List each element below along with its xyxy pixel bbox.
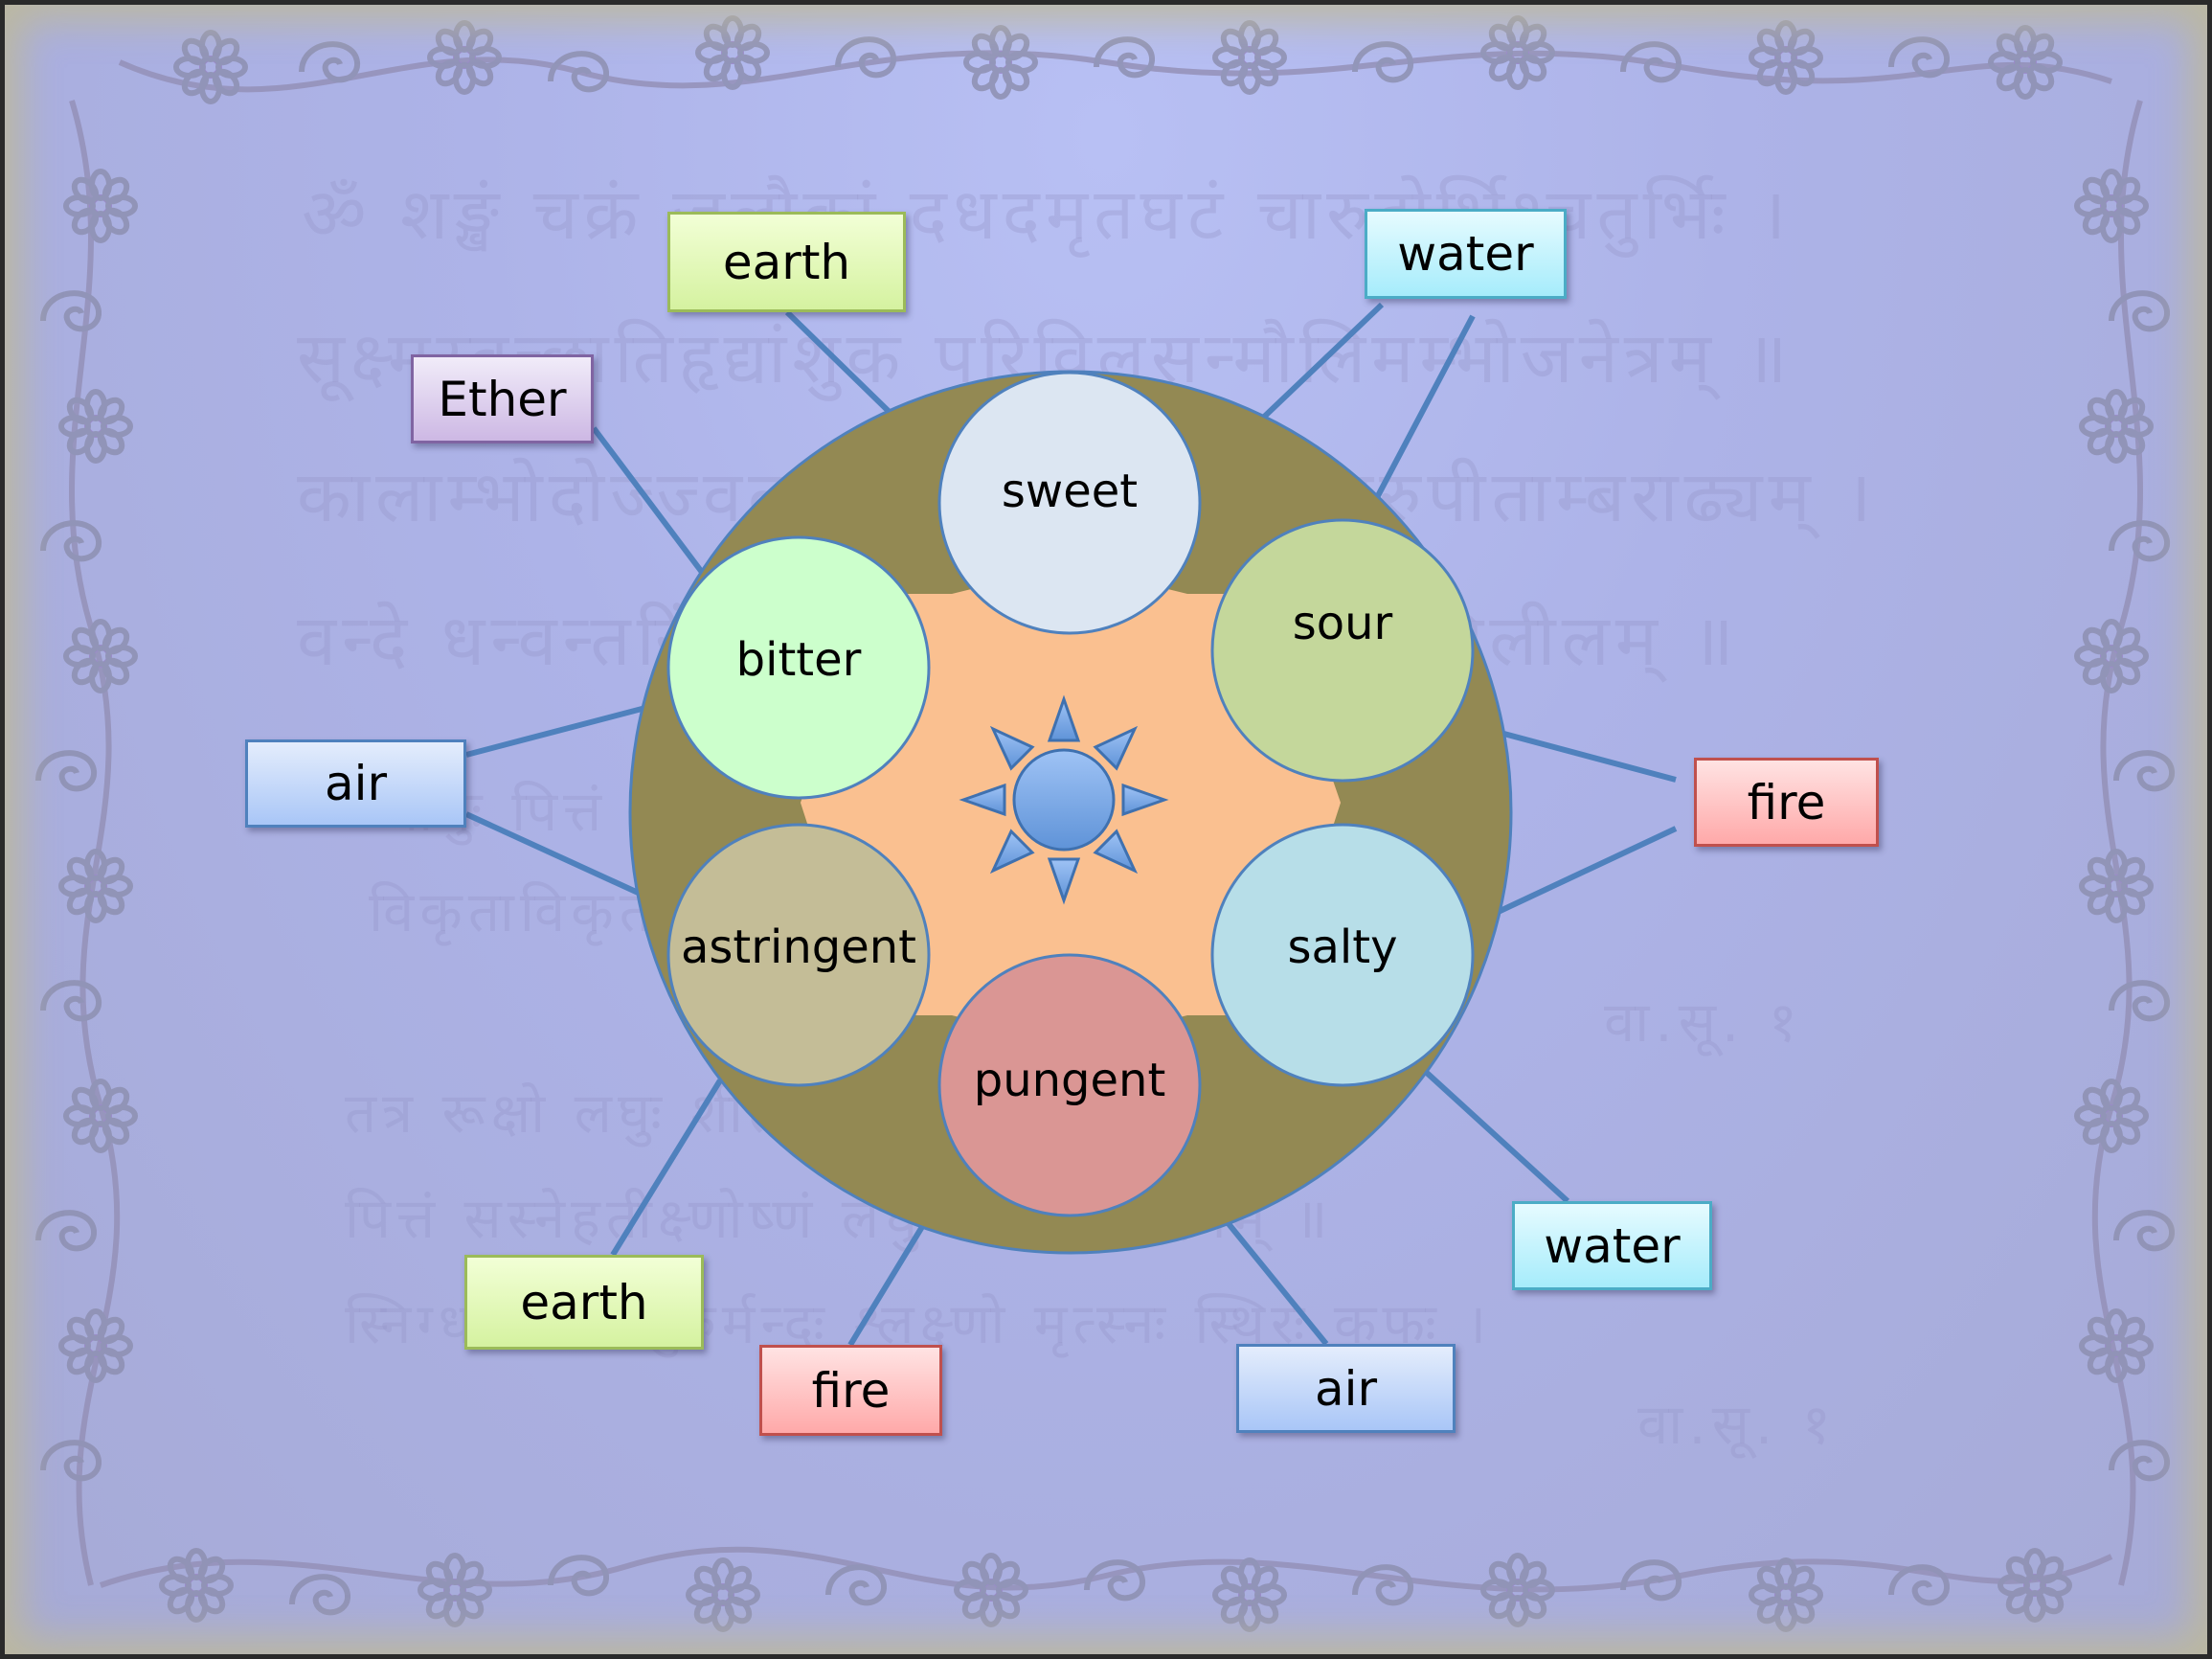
taste-label-salty: salty — [1287, 920, 1398, 974]
element-box-water-top: water — [1365, 209, 1567, 299]
element-box-ether: Ether — [411, 354, 594, 443]
connector-air-left-to-bitter — [465, 699, 668, 758]
taste-label-astringent: astringent — [681, 920, 916, 974]
taste-circle-astringent — [666, 823, 931, 1087]
connector-air-left-to-astringent — [464, 811, 669, 909]
element-label-water-top: water — [1397, 226, 1534, 282]
taste-label-sour: sour — [1292, 597, 1393, 650]
watermark-ref-2: वा.सू. १ — [1637, 1392, 1837, 1457]
taste-circle-sour — [1210, 518, 1475, 783]
slide: ॐ शङ्खं चक्रं जलौकां दधदमृतघटं चारुदोर्भ… — [5, 5, 2207, 1654]
taste-label-pungent: pungent — [973, 1054, 1166, 1107]
element-label-fire-right: fire — [1747, 774, 1826, 830]
connector-water-top-to-sour — [1361, 314, 1476, 525]
sun-icon — [959, 694, 1169, 905]
element-box-earth-top: earth — [667, 212, 906, 312]
taste-label-bitter: bitter — [735, 633, 862, 687]
taste-label-sweet: sweet — [1001, 465, 1139, 518]
element-label-earth-top: earth — [722, 234, 851, 290]
element-box-air-left: air — [245, 739, 466, 828]
element-label-earth-bottom: earth — [520, 1274, 648, 1330]
taste-circle-sweet — [937, 371, 1202, 635]
element-label-air-bottom: air — [1314, 1360, 1378, 1417]
element-box-water-bottom: water — [1512, 1201, 1712, 1290]
element-box-fire-right: fire — [1694, 758, 1879, 847]
element-box-earth-bottom: earth — [464, 1255, 704, 1350]
connector-fire-right-to-salty — [1474, 826, 1678, 925]
taste-circle-salty — [1210, 823, 1475, 1087]
element-label-ether: Ether — [438, 371, 567, 427]
floral-border — [5, 5, 2207, 1654]
connector-earth-bottom-to-astringent — [610, 1079, 723, 1257]
element-label-water-bottom: water — [1544, 1217, 1681, 1274]
taste-circle-bitter — [666, 535, 931, 800]
element-box-fire-bottom: fire — [759, 1345, 942, 1436]
element-label-air-left: air — [324, 756, 388, 811]
taste-element-diagram — [464, 302, 1678, 1347]
element-label-fire-bottom: fire — [811, 1362, 891, 1419]
element-box-air-bottom: air — [1236, 1344, 1456, 1433]
taste-circle-pungent — [937, 953, 1202, 1217]
connector-water-bottom-to-salty — [1424, 1070, 1570, 1204]
watermark-ref-1: वा.सू. १ — [1604, 989, 1803, 1055]
connector-ether-to-bitter — [591, 426, 707, 577]
